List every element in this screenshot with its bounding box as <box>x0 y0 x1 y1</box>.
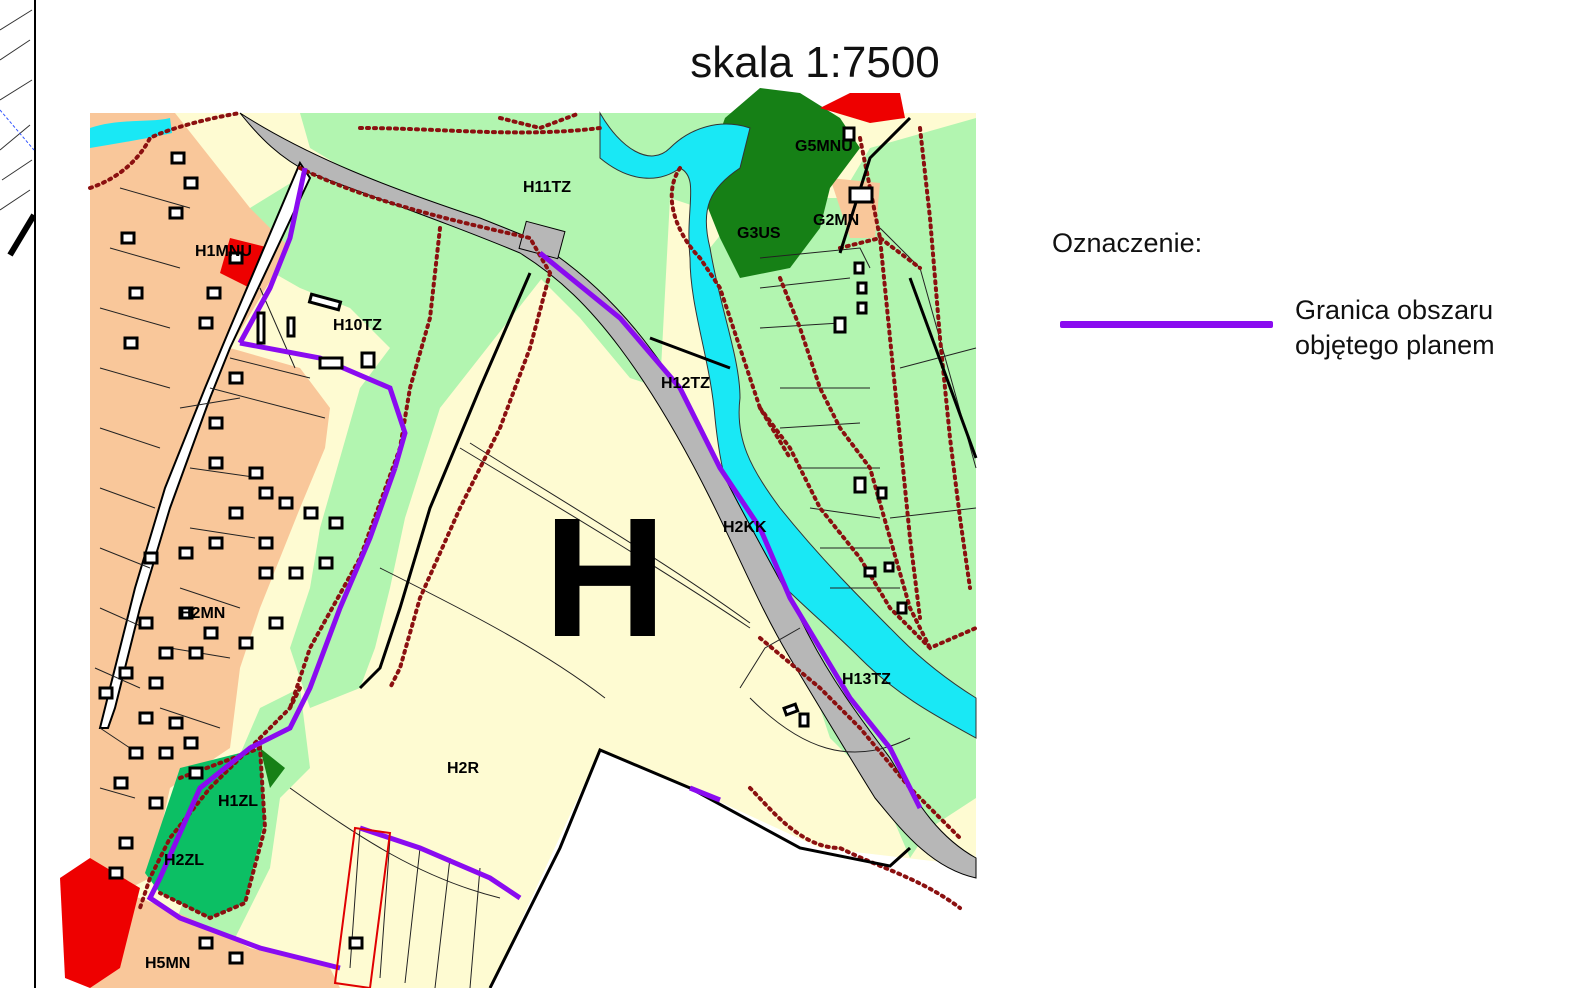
legend-item-label-line1: Granica obszaru <box>1295 295 1494 325</box>
parcel-lines <box>94 187 977 988</box>
zone-label-h10tz[interactable]: H10TZ <box>333 317 382 334</box>
zone-label-h12tz[interactable]: H12TZ <box>661 375 710 392</box>
outside-plan-area <box>490 750 976 988</box>
zone-residential-west <box>90 113 330 888</box>
area-letter: H <box>544 483 667 673</box>
zone-label-h2kk[interactable]: H2KK <box>723 519 767 536</box>
zone-label-h5mn[interactable]: H5MN <box>145 955 190 972</box>
zone-label-h1zl[interactable]: H1ZL <box>218 793 258 810</box>
zone-label-h2mn[interactable]: H2MN <box>180 605 225 622</box>
zone-label-g5mnu[interactable]: G5MNU <box>795 138 853 155</box>
zone-label-h1mnu[interactable]: H1MNU <box>195 243 252 260</box>
legend-plan-boundary-swatch <box>1060 321 1273 328</box>
legend-title: Oznaczenie: <box>1052 228 1203 258</box>
zone-h10tz-area <box>230 168 550 708</box>
zone-label-g3us[interactable]: G3US <box>737 225 781 242</box>
zone-label-g2mn[interactable]: G2MN <box>813 212 859 229</box>
black-boundaries <box>358 116 978 988</box>
zone-h2zl-area <box>145 748 265 918</box>
zone-h1zl-area <box>260 748 285 788</box>
zone-label-h2r[interactable]: H2R <box>447 760 479 777</box>
zone-label-h13tz[interactable]: H13TZ <box>842 671 891 688</box>
parcel-red-outline <box>333 826 392 988</box>
zone-service-nw <box>220 238 270 288</box>
map-scale-label: skala 1:7500 <box>690 38 940 87</box>
zone-service-ne <box>820 93 905 123</box>
legend-item-plan-boundary: Granica obszaru objętego planem <box>1295 293 1495 363</box>
adjacent-sheet-edge <box>0 0 36 988</box>
river <box>599 111 977 739</box>
buildings <box>98 126 908 965</box>
zoning-map[interactable]: H H11TZ H10TZ H1MNU H12TZ H2KK H13TZ H2R… <box>60 88 984 988</box>
zone-label-h2zl[interactable]: H2ZL <box>164 852 204 869</box>
legend-item-label-line2: objętego planem <box>1295 330 1495 360</box>
zone-service-sw <box>60 858 140 988</box>
zone-label-h11tz[interactable]: H11TZ <box>523 179 571 196</box>
plan-boundary <box>146 167 923 971</box>
stream-nw <box>90 118 172 148</box>
